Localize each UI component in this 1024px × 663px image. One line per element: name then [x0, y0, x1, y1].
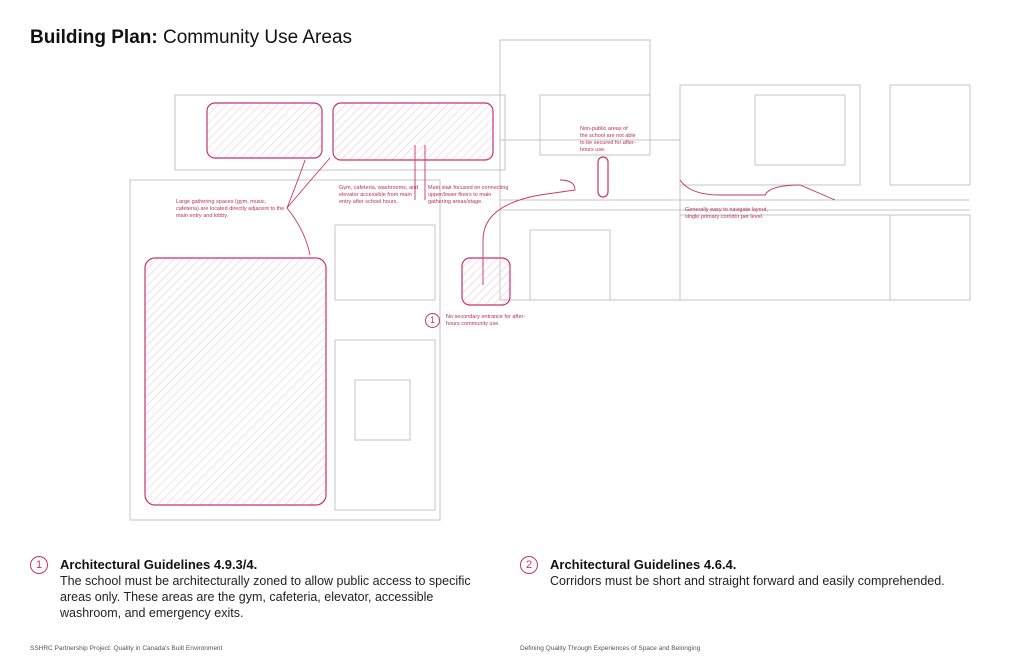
footer-left: SSHRC Partnership Project: Quality in Ca…: [30, 645, 223, 652]
marker-1: 1: [425, 313, 440, 328]
annotation-arrows: [286, 145, 836, 285]
guideline-2: Architectural Guidelines 4.6.4. Corridor…: [550, 557, 990, 589]
music-zone: [206, 102, 323, 159]
guideline-2-heading: Architectural Guidelines 4.6.4.: [550, 557, 737, 572]
note-secondary-entrance: No secondary entrance for after-hours co…: [446, 314, 526, 327]
footer-right: Defining Quality Through Experiences of …: [520, 645, 701, 652]
note-gathering: Large gathering spaces (gym, music, cafe…: [176, 199, 285, 219]
guideline-1-number: 1: [30, 556, 48, 574]
cafeteria-zone: [332, 102, 494, 161]
non-public-zone: [597, 156, 609, 198]
community-zones: [144, 102, 609, 506]
gym-zone: [144, 257, 327, 506]
note-corridor: Generally easy to navigate layout, singl…: [685, 207, 768, 220]
page-title: Building Plan: Community Use Areas: [30, 27, 352, 49]
guideline-2-number: 2: [520, 556, 538, 574]
title-bold: Building Plan:: [30, 27, 158, 48]
guideline-1-body: The school must be architecturally zoned…: [60, 574, 471, 620]
title-rest: Community Use Areas: [157, 27, 353, 48]
note-main-stair: Main stair focused on connecting upper/l…: [428, 185, 509, 205]
floor-plan: [129, 39, 971, 521]
note-non-public: Non-public areas of the school are not a…: [580, 126, 636, 153]
note-gym-access: Gym, cafeteria, washrooms, and elevator …: [339, 185, 419, 205]
guideline-1: Architectural Guidelines 4.9.3/4. The sc…: [60, 557, 480, 621]
stair-zone: [461, 257, 511, 306]
plan-walls: [129, 39, 971, 521]
guideline-1-heading: Architectural Guidelines 4.9.3/4.: [60, 557, 258, 572]
guideline-2-body: Corridors must be short and straight for…: [550, 574, 945, 588]
